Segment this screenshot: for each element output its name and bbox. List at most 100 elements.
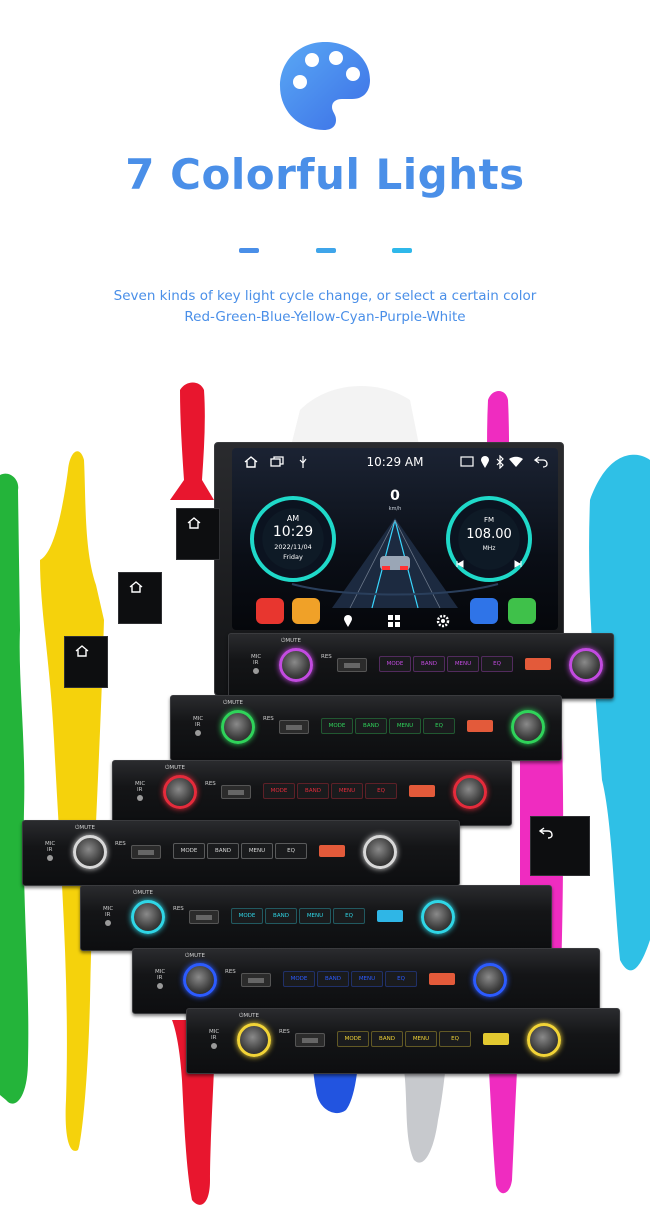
clock-time: 10:29: [272, 524, 314, 540]
band-button[interactable]: BAND: [207, 843, 239, 859]
page-title: 7 Colorful Lights: [125, 150, 525, 199]
ir-label: IR: [211, 1035, 217, 1041]
eq-button[interactable]: EQ: [423, 718, 455, 734]
usb-port: [337, 658, 367, 672]
bluetooth-icon: [496, 455, 504, 469]
menu-button[interactable]: MENU: [405, 1031, 437, 1047]
menu-button[interactable]: MENU: [447, 656, 479, 672]
menu-button[interactable]: MENU: [299, 908, 331, 924]
touch-screen[interactable]: 10:29 AM 0 km/h AM 10:29 2022/11/04 Frid…: [232, 448, 558, 630]
tune-knob[interactable]: [511, 710, 545, 744]
clock-widget[interactable]: AM 10:29 2022/11/04 Friday: [250, 496, 336, 582]
mode-button[interactable]: MODE: [379, 656, 411, 672]
location-icon[interactable]: [342, 614, 354, 628]
tune-knob[interactable]: [421, 900, 455, 934]
mic-hole: [157, 983, 163, 989]
band-button[interactable]: BAND: [317, 971, 349, 987]
mute-label: ⏻MUTE: [133, 890, 153, 896]
radio-band: FM: [483, 516, 495, 524]
prev-icon[interactable]: [456, 560, 464, 568]
volume-knob[interactable]: [279, 648, 313, 682]
mic-hole: [105, 920, 111, 926]
header: 7 Colorful Lights Seven kinds of key lig…: [0, 0, 650, 380]
charge-port: [429, 973, 455, 985]
tune-knob[interactable]: [527, 1023, 561, 1057]
tune-knob[interactable]: [363, 835, 397, 869]
status-time: 10:29 AM: [366, 455, 424, 469]
divider-dash: [239, 248, 259, 253]
eq-button[interactable]: EQ: [365, 783, 397, 799]
menu-button[interactable]: MENU: [389, 718, 421, 734]
radio-widget[interactable]: FM 108.00 MHz: [446, 496, 532, 582]
detached-panel: [176, 508, 220, 560]
res-label: RES: [279, 1029, 290, 1035]
eq-button[interactable]: EQ: [439, 1031, 471, 1047]
home-icon: [187, 517, 201, 529]
detached-panel: [64, 636, 108, 688]
mic-label: MIC: [251, 654, 262, 660]
eq-button[interactable]: EQ: [385, 971, 417, 987]
mic-hole: [253, 668, 259, 674]
volume-knob[interactable]: [73, 835, 107, 869]
usb-icon: [299, 456, 307, 468]
mode-button[interactable]: MODE: [283, 971, 315, 987]
band-button[interactable]: BAND: [265, 908, 297, 924]
tune-knob[interactable]: [473, 963, 507, 997]
mode-button[interactable]: MODE: [263, 783, 295, 799]
back-icon[interactable]: [534, 456, 548, 468]
usb-port: [131, 845, 161, 859]
menu-button[interactable]: MENU: [351, 971, 383, 987]
eq-button[interactable]: EQ: [481, 656, 513, 672]
ir-label: IR: [137, 787, 143, 793]
volume-knob[interactable]: [163, 775, 197, 809]
palette-icon: [280, 42, 370, 130]
eq-button[interactable]: EQ: [333, 908, 365, 924]
radio-unit: MHz: [482, 545, 496, 552]
eq-button[interactable]: EQ: [275, 843, 307, 859]
speed-unit: km/h: [388, 506, 402, 512]
video-app-icon[interactable]: [256, 598, 284, 624]
home-icon[interactable]: [244, 456, 258, 468]
mode-button[interactable]: MODE: [337, 1031, 369, 1047]
ir-label: IR: [47, 847, 53, 853]
radio-frequency: 108.00: [466, 527, 512, 542]
radio-app-icon[interactable]: [292, 598, 320, 624]
clock-period: AM: [286, 514, 300, 523]
ir-label: IR: [157, 975, 163, 981]
band-button[interactable]: BAND: [297, 783, 329, 799]
wifi-icon: [509, 456, 523, 467]
settings-icon[interactable]: [436, 614, 450, 628]
mode-button[interactable]: MODE: [321, 718, 353, 734]
charge-port: [319, 845, 345, 857]
clock-day: Friday: [283, 553, 303, 561]
tune-knob[interactable]: [569, 648, 603, 682]
res-label: RES: [225, 969, 236, 975]
volume-knob[interactable]: [131, 900, 165, 934]
band-button[interactable]: BAND: [371, 1031, 403, 1047]
next-icon[interactable]: [514, 560, 522, 568]
phone-app-icon[interactable]: [470, 598, 498, 624]
menu-button[interactable]: MENU: [241, 843, 273, 859]
window-icon[interactable]: [270, 456, 284, 468]
charge-port: [483, 1033, 509, 1045]
res-label: RES: [263, 716, 274, 722]
band-button[interactable]: BAND: [355, 718, 387, 734]
mic-label: MIC: [193, 716, 204, 722]
menu-button[interactable]: MENU: [331, 783, 363, 799]
tune-knob[interactable]: [453, 775, 487, 809]
detached-panel: [530, 816, 590, 876]
volume-knob[interactable]: [221, 710, 255, 744]
res-label: RES: [321, 654, 332, 660]
location-icon: [481, 456, 489, 468]
charge-port: [525, 658, 551, 670]
band-button[interactable]: BAND: [413, 656, 445, 672]
mode-button[interactable]: MODE: [173, 843, 205, 859]
volume-knob[interactable]: [183, 963, 217, 997]
apps-grid-icon[interactable]: [388, 615, 400, 627]
mode-button[interactable]: MODE: [231, 908, 263, 924]
volume-knob[interactable]: [237, 1023, 271, 1057]
music-app-icon[interactable]: [508, 598, 536, 624]
